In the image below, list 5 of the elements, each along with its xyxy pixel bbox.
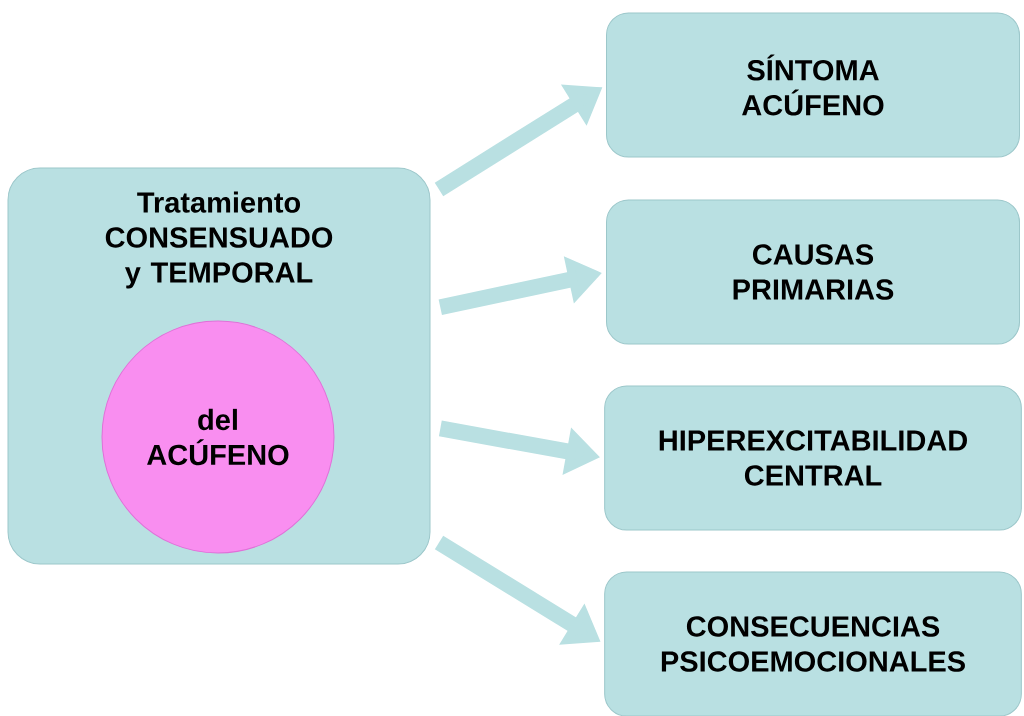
rounded-box: CAUSAS PRIMARIAS bbox=[606, 199, 1020, 345]
rounded-box: HIPEREXCITABILIDAD CENTRAL bbox=[604, 385, 1022, 531]
rounded-box: SÍNTOMA ACÚFENO bbox=[606, 12, 1020, 158]
circle-node: del ACÚFENO bbox=[101, 320, 335, 554]
rounded-box: CONSECUENCIAS PSICOEMOCIONALES bbox=[604, 571, 1022, 716]
